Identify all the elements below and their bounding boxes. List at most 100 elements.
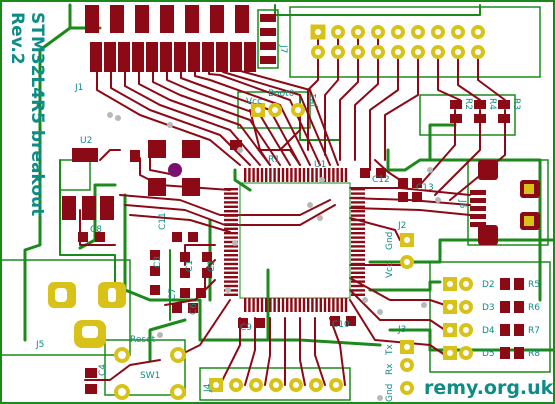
header-2x9 bbox=[310, 24, 485, 59]
ref-c11: C11 bbox=[158, 212, 168, 230]
label-tx: Tx bbox=[385, 344, 395, 356]
mcu-pin-pad bbox=[224, 205, 238, 208]
mcu-pin-pad bbox=[351, 284, 365, 288]
ref-r5: R5 bbox=[528, 280, 540, 290]
ref-r7: R7 bbox=[528, 326, 540, 336]
mcu-pin-pad bbox=[286, 168, 289, 182]
ref-u1: U1 bbox=[314, 160, 326, 170]
mcu-pin-pad bbox=[224, 227, 238, 230]
header-j3 bbox=[400, 340, 414, 395]
led-array bbox=[443, 277, 524, 360]
mcu-pin-pad bbox=[256, 298, 259, 312]
connector-j1 bbox=[85, 5, 256, 72]
mcu-pin-pad bbox=[332, 168, 335, 182]
mcu-pin-pad bbox=[302, 298, 306, 312]
mcu-pin-pad bbox=[290, 298, 293, 312]
mcu-pin-pad bbox=[340, 298, 343, 312]
mcu-pin-pad bbox=[286, 298, 289, 312]
mcu-pin-pad bbox=[351, 236, 365, 239]
mcu-pin-pad bbox=[224, 232, 238, 235]
mcu-pin-pad bbox=[351, 223, 365, 226]
ref-d2: D2 bbox=[482, 280, 495, 290]
mcu-pin-pad bbox=[281, 168, 285, 182]
mcu-pin-pad bbox=[351, 232, 365, 235]
usb-connector-j6 bbox=[470, 160, 540, 245]
ref-d5: D5 bbox=[482, 349, 495, 359]
mcu-u1 bbox=[224, 168, 365, 312]
ref-j3: J3 bbox=[397, 325, 406, 335]
mcu-pin-pad bbox=[351, 293, 365, 296]
vias bbox=[107, 112, 441, 401]
mcu-pin-pad bbox=[224, 245, 238, 248]
mcu-pin-pad bbox=[224, 289, 238, 292]
ref-j4: J4 bbox=[203, 383, 213, 393]
ref-j1: J1 bbox=[74, 83, 83, 93]
mcu-pin-pad bbox=[340, 168, 343, 182]
ref-c7: C7 bbox=[168, 288, 178, 300]
resistors-r2-r5 bbox=[450, 100, 510, 123]
ref-c10: C10 bbox=[332, 320, 350, 330]
ref-d3: D3 bbox=[482, 303, 495, 313]
mcu-pin-pad bbox=[351, 240, 365, 244]
mcu-pin-pad bbox=[252, 168, 255, 182]
ref-j2: J2 bbox=[397, 221, 406, 231]
mcu-pin-pad bbox=[351, 227, 365, 230]
silkscreen-text: STM32L4R5 breakout Rev.2 remy.org.uk J1 … bbox=[7, 12, 554, 402]
mcu-pin-pad bbox=[277, 298, 280, 312]
mcu-pin-pad bbox=[351, 192, 365, 195]
mcu-pin-pad bbox=[224, 258, 238, 261]
mcu-pin-pad bbox=[224, 249, 238, 252]
mcu-pin-pad bbox=[351, 214, 365, 217]
ref-r8: R8 bbox=[528, 349, 540, 359]
mcu-pin-pad bbox=[248, 168, 251, 182]
mcu-pin-pad bbox=[351, 280, 365, 283]
mcu-pin-pad bbox=[351, 245, 365, 248]
mcu-pin-pad bbox=[315, 168, 318, 182]
mcu-pin-pad bbox=[311, 298, 314, 312]
mcu-pin-pad bbox=[224, 218, 238, 222]
connector-j7 bbox=[260, 14, 276, 64]
mcu-pin-pad bbox=[311, 168, 314, 182]
mcu-pin-pad bbox=[319, 298, 322, 312]
ref-reset: Reset bbox=[130, 335, 156, 345]
mcu-pin-pad bbox=[224, 192, 238, 195]
ref-r4: R4 bbox=[487, 98, 497, 110]
label-rx: Rx bbox=[385, 363, 395, 375]
mcu-pin-pad bbox=[260, 298, 264, 312]
mcu-pin-pad bbox=[265, 298, 268, 312]
mcu-pin-pad bbox=[298, 168, 301, 182]
mcu-pin-pad bbox=[224, 262, 238, 266]
reset-switch-sw1 bbox=[85, 347, 186, 400]
website-text: remy.org.uk bbox=[424, 377, 554, 399]
mcu-pin-pad bbox=[351, 201, 365, 204]
mcu-pin-pad bbox=[351, 289, 365, 292]
mcu-pin-pad bbox=[273, 298, 276, 312]
mcu-pin-pad bbox=[336, 168, 339, 182]
mcu-pin-pad bbox=[224, 236, 238, 239]
mcu-pin-pad bbox=[328, 168, 331, 182]
ref-c12: C12 bbox=[372, 175, 390, 185]
label-gnd: Gnd bbox=[385, 232, 395, 250]
mcu-pin-pad bbox=[224, 254, 238, 257]
ref-c6: C6 bbox=[189, 303, 199, 315]
mcu-pin-pad bbox=[336, 298, 339, 312]
mcu-pin-pad bbox=[260, 168, 264, 182]
mcu-pin-pad bbox=[269, 168, 272, 182]
mcu-pin-pad bbox=[224, 284, 238, 288]
ref-u2: U2 bbox=[80, 136, 92, 146]
ref-c9: C9 bbox=[240, 323, 252, 333]
mcu-pin-pad bbox=[252, 298, 255, 312]
ref-r6: R6 bbox=[528, 303, 540, 313]
mcu-pin-pad bbox=[351, 218, 365, 222]
mcu-pin-pad bbox=[351, 254, 365, 257]
mcu-pin-pad bbox=[323, 298, 327, 312]
regulator-u2 bbox=[62, 148, 114, 242]
mcu-pin-pad bbox=[351, 271, 365, 274]
mcu-pin-pad bbox=[319, 168, 322, 182]
header-j4 bbox=[209, 378, 343, 392]
mcu-pin-pad bbox=[273, 168, 276, 182]
mcu-pin-pad bbox=[323, 168, 327, 182]
mcu-pin-pad bbox=[328, 298, 331, 312]
mcu-pin-pad bbox=[224, 201, 238, 204]
